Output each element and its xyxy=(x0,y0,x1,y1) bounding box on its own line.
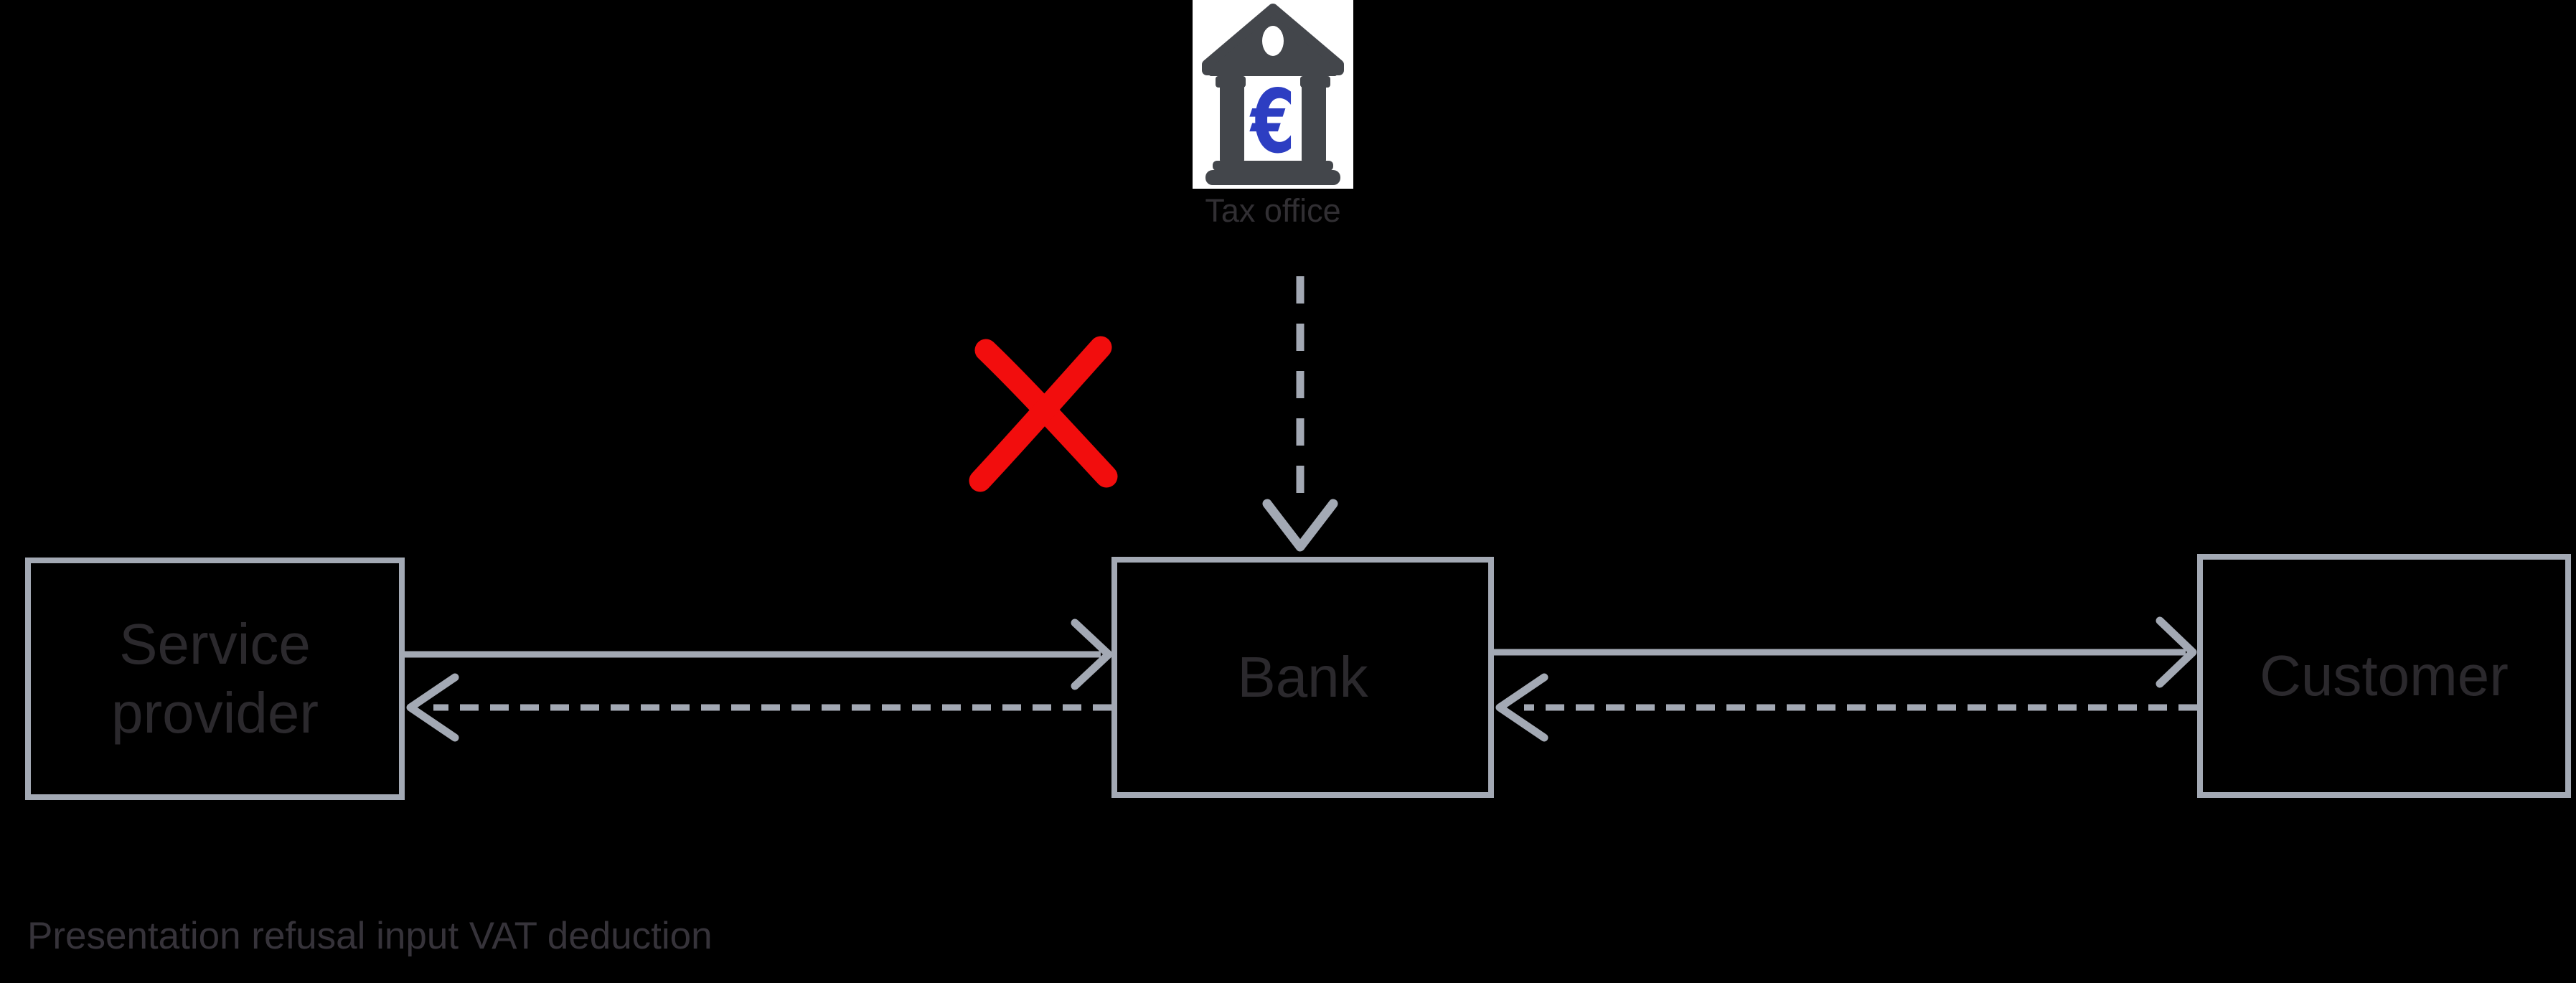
node-customer-label: Customer xyxy=(2260,644,2509,707)
euro-icon: € xyxy=(1249,71,1295,173)
node-service-provider: Service provider xyxy=(25,558,405,800)
arrowhead-right-icon xyxy=(1071,619,1113,690)
tax-office-icon: € xyxy=(1193,0,1353,189)
arrowhead-left-icon xyxy=(1495,673,1548,742)
arrow-serviceprovider-to-bank xyxy=(405,619,1113,690)
arrow-bank-to-customer xyxy=(1494,616,2197,688)
node-bank: Bank xyxy=(1111,557,1494,798)
node-customer: Customer xyxy=(2197,554,2571,798)
building-window-icon xyxy=(1262,26,1284,56)
red-cross-icon xyxy=(969,336,1118,492)
arrowhead-down-icon xyxy=(1262,499,1338,552)
arrow-bank-to-serviceprovider xyxy=(406,673,1111,742)
arrow-taxoffice-to-bank xyxy=(1262,276,1338,552)
arrowhead-left-icon xyxy=(406,673,459,742)
arrow-customer-to-bank xyxy=(1495,673,2197,742)
node-service-provider-label: Service provider xyxy=(111,612,319,745)
caption-text: Presentation refusal input VAT deduction xyxy=(27,915,713,957)
arrowhead-right-icon xyxy=(2156,616,2197,688)
node-bank-label: Bank xyxy=(1237,645,1368,709)
tax-office-label: Tax office xyxy=(1205,192,1341,229)
